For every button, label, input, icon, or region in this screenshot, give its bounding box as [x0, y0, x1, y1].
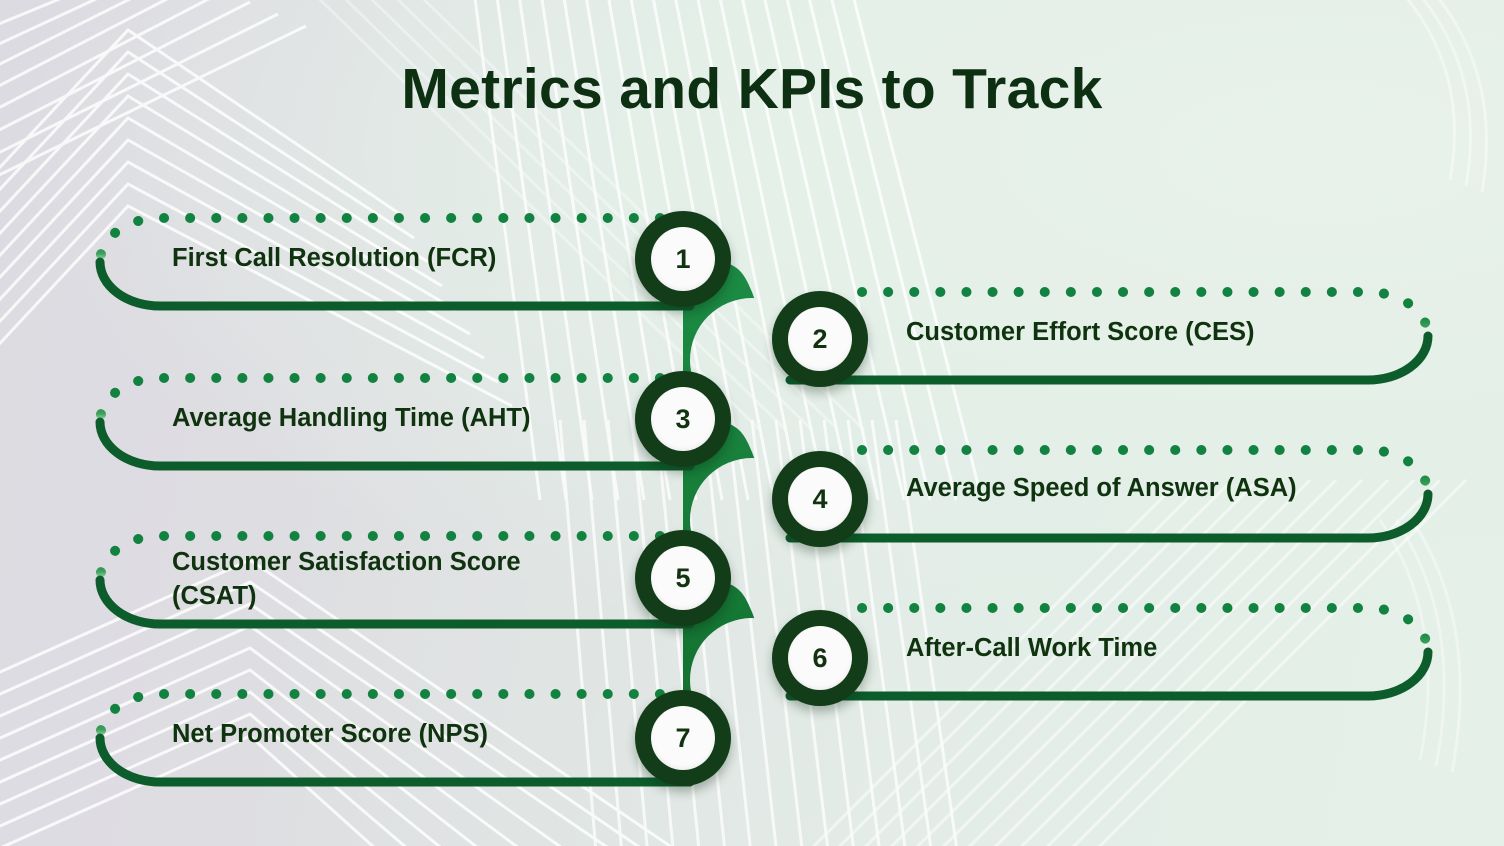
row-label-3: Average Handling Time (AHT) [172, 404, 531, 432]
step-number: 2 [812, 323, 828, 354]
step-number: 1 [675, 243, 691, 274]
row-label-2: Customer Effort Score (CES) [906, 318, 1255, 346]
step-number: 6 [812, 642, 828, 673]
page-title: Metrics and KPIs to Track [401, 57, 1103, 121]
step-badge-inner: 6 [788, 626, 852, 690]
step-badge-inner: 7 [651, 706, 715, 770]
step-badge-4[interactable]: 4 [772, 451, 868, 547]
row-label-4: Average Speed of Answer (ASA) [906, 474, 1297, 502]
step-badge-6[interactable]: 6 [772, 610, 868, 706]
row-label-5: Customer Satisfaction Score (CSAT) [172, 548, 521, 610]
step-badge-7[interactable]: 7 [635, 690, 731, 786]
step-number: 5 [675, 562, 691, 593]
step-badge-inner: 1 [651, 227, 715, 291]
step-badge-inner: 2 [788, 307, 852, 371]
step-badge-3[interactable]: 3 [635, 371, 731, 467]
row-label-7: Net Promoter Score (NPS) [172, 720, 488, 748]
step-number: 4 [812, 483, 828, 514]
step-badge-inner: 4 [788, 467, 852, 531]
step-number: 7 [675, 722, 691, 753]
step-number: 3 [675, 403, 691, 434]
row-label-6: After-Call Work Time [906, 634, 1158, 662]
step-badge-1[interactable]: 1 [635, 211, 731, 307]
row-label-1: First Call Resolution (FCR) [172, 244, 497, 272]
step-badge-inner: 5 [651, 546, 715, 610]
step-badge-5[interactable]: 5 [635, 530, 731, 626]
step-badge-2[interactable]: 2 [772, 291, 868, 387]
step-badge-inner: 3 [651, 387, 715, 451]
